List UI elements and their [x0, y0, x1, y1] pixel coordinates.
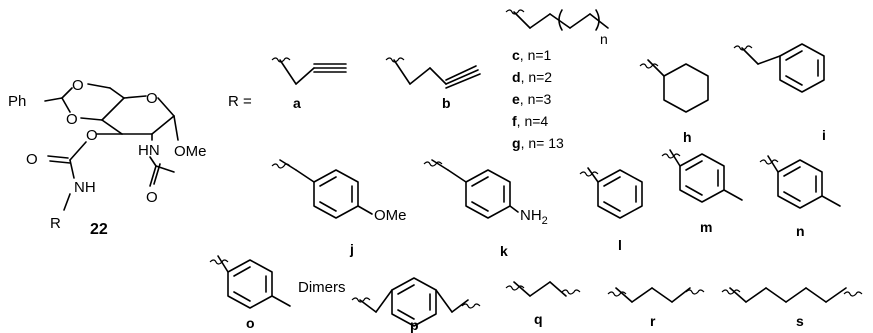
- chain-n-subscript: n: [600, 31, 608, 47]
- label-i: i: [822, 127, 826, 143]
- substituent-r-structure: [607, 287, 705, 303]
- label-q: q: [534, 311, 543, 327]
- r-equals-label: R =: [228, 93, 252, 110]
- chain-label-list: c, n=1 d, n=2 e, n=3 f, n=4 g, n= 13: [512, 47, 564, 151]
- chain-label-e: e, n=3: [512, 91, 552, 107]
- j-ome-label: OMe: [374, 207, 407, 224]
- acetyl-oxygen: O: [146, 189, 158, 206]
- compound-22-structure: [44, 83, 179, 211]
- label-p: p: [410, 317, 419, 333]
- chain-label-f: f, n=4: [512, 113, 548, 129]
- compound-number: 22: [90, 221, 108, 238]
- hn-label: HN: [138, 142, 160, 159]
- substituent-m-structure: [661, 149, 743, 203]
- label-l: l: [618, 237, 622, 253]
- substituent-j-structure: [271, 159, 373, 219]
- label-k: k: [500, 243, 508, 259]
- label-n: n: [796, 223, 805, 239]
- ring-oxygen: O: [146, 90, 158, 107]
- carbonyl-oxygen: O: [26, 151, 38, 168]
- label-a: a: [293, 95, 301, 111]
- ph-label: Ph: [8, 93, 26, 110]
- label-b: b: [442, 95, 451, 111]
- substituent-q-structure: [505, 281, 581, 297]
- label-j: j: [349, 241, 354, 257]
- substituent-n-structure: [759, 155, 841, 209]
- r-label: R: [50, 215, 61, 232]
- label-s: s: [796, 313, 804, 329]
- acetal-oxygen-top: O: [72, 77, 84, 94]
- label-o: o: [246, 315, 255, 331]
- label-h: h: [683, 129, 692, 145]
- substituent-i-structure: [733, 43, 825, 93]
- label-m: m: [700, 219, 712, 235]
- substituent-chain-structure: [505, 9, 609, 31]
- dimers-label: Dimers: [298, 279, 346, 296]
- substituent-b-structure: [385, 57, 481, 89]
- substituent-h-structure: [639, 59, 709, 113]
- substituent-k-structure: [423, 159, 519, 219]
- nh-label: NH: [74, 179, 96, 196]
- chain-label-g: g, n= 13: [512, 135, 564, 151]
- acetal-oxygen-bottom: O: [66, 111, 78, 128]
- substituent-s-structure: [721, 287, 863, 303]
- substituent-l-structure: [579, 167, 643, 219]
- carbamate-oxygen: O: [86, 127, 98, 144]
- substituent-p-structure: [351, 277, 481, 327]
- substituent-o-structure: [209, 255, 291, 309]
- label-r: r: [650, 313, 656, 329]
- k-nh2-label: NH2: [520, 207, 548, 227]
- chain-label-d: d, n=2: [512, 69, 552, 85]
- chain-label-c: c, n=1: [512, 47, 552, 63]
- ome-label: OMe: [174, 143, 207, 160]
- substituent-a-structure: [271, 57, 347, 85]
